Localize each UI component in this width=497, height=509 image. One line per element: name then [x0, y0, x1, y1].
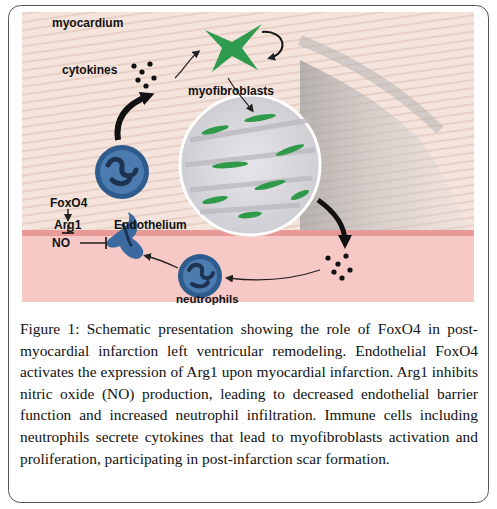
figure-label: myocardium	[52, 16, 123, 30]
figure-label: NO	[52, 236, 70, 250]
figure-label: neutrophils	[176, 292, 239, 306]
figure-label: Arg1	[54, 218, 81, 232]
figure-label: cytokines	[62, 63, 117, 77]
figure-label: Endothelium	[114, 218, 187, 232]
figure-label: myofibroblasts	[188, 84, 274, 98]
figure-caption: Figure 1: Schematic presentation showing…	[20, 318, 478, 469]
figure-label: FoxO4	[50, 196, 87, 210]
